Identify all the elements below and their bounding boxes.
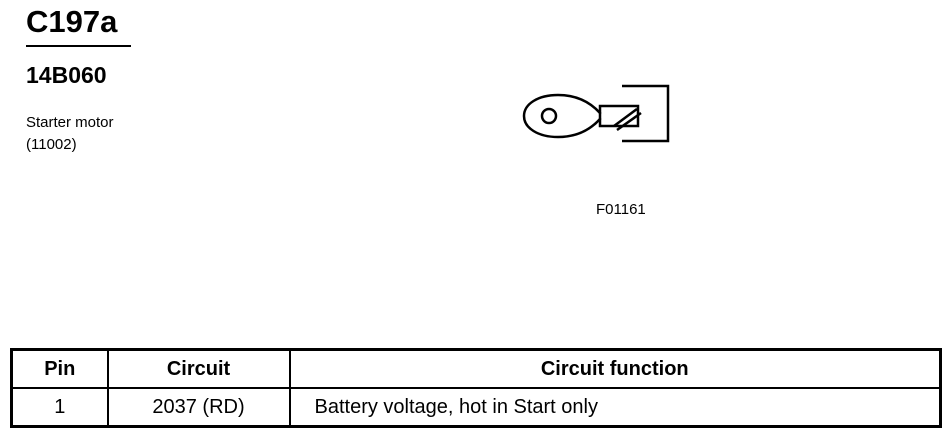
ring-terminal-icon <box>522 84 670 143</box>
part-number: 14B060 <box>26 62 107 88</box>
connector-id-underline <box>26 45 131 47</box>
header-circuit: Circuit <box>106 348 291 389</box>
connector-id: C197a <box>26 4 118 39</box>
pin-table: Pin Circuit Circuit function 1 2037 (RD)… <box>10 348 942 428</box>
cell-circuit: 2037 (RD) <box>106 387 291 428</box>
table-header-row: Pin Circuit Circuit function <box>10 348 942 389</box>
header-pin: Pin <box>10 348 109 389</box>
connector-housing <box>622 84 670 143</box>
component-name: Starter motor <box>26 114 114 131</box>
figure-id: F01161 <box>596 201 646 218</box>
ring-terminal-eye <box>522 93 602 139</box>
ring-terminal-hole <box>540 107 558 125</box>
wire-line-a <box>613 107 638 128</box>
table-row: 1 2037 (RD) Battery voltage, hot in Star… <box>10 387 942 428</box>
cell-circuit-function: Battery voltage, hot in Start only <box>288 387 942 428</box>
header-circuit-function: Circuit function <box>288 348 942 389</box>
wire-line-b <box>616 111 642 132</box>
component-code: (11002) <box>26 136 77 153</box>
cell-pin: 1 <box>10 387 109 428</box>
